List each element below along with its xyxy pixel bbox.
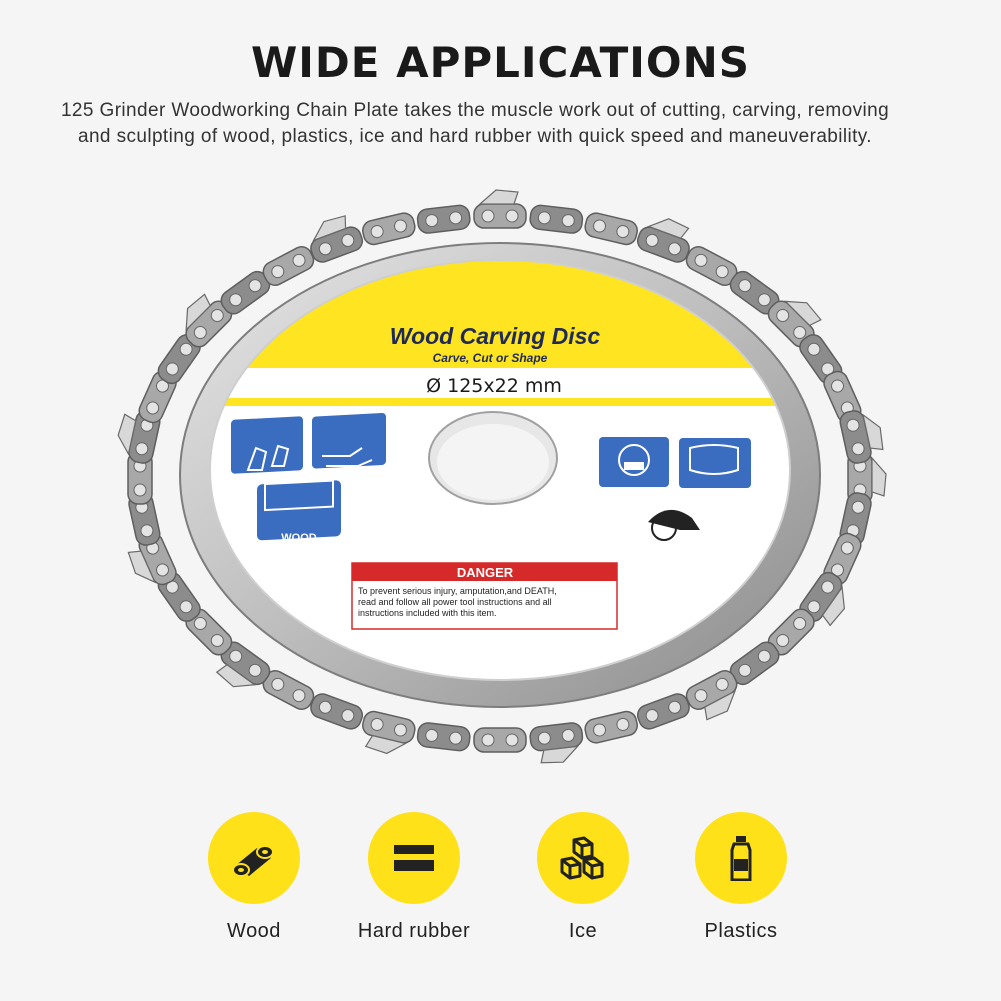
chain-link bbox=[799, 571, 846, 627]
disc-size: Ø 125x22 mm bbox=[426, 375, 562, 397]
chain-link bbox=[823, 370, 862, 424]
gloves-icon bbox=[312, 412, 386, 469]
chain-link bbox=[473, 727, 527, 753]
danger-panel: DANGER To prevent serious injury, amputa… bbox=[351, 562, 618, 630]
chain-link bbox=[310, 215, 364, 263]
danger-text-3: instructions included with this item. bbox=[358, 608, 497, 618]
chain-link bbox=[310, 693, 364, 730]
rubber-block-icon bbox=[368, 812, 460, 904]
mask-icon bbox=[599, 437, 669, 487]
saw-chain bbox=[117, 189, 887, 764]
chain-link bbox=[185, 608, 233, 656]
plastic-bottle-icon bbox=[695, 812, 787, 904]
application-ice: Ice bbox=[498, 812, 668, 943]
disc-title: Wood Carving Disc bbox=[390, 323, 601, 349]
application-hard-rubber: Hard rubber bbox=[329, 812, 499, 943]
chain-link bbox=[215, 641, 271, 688]
chain-link bbox=[185, 293, 233, 348]
application-label: Plastics bbox=[704, 920, 778, 942]
chain-link bbox=[685, 669, 738, 721]
applications-row: Wood Hard rubber Ice bbox=[0, 812, 1001, 972]
chain-link bbox=[839, 492, 872, 546]
chain-link bbox=[729, 641, 780, 686]
intro-text: 125 Grinder Woodworking Chain Plate take… bbox=[60, 100, 890, 147]
application-wood: Wood bbox=[169, 812, 339, 943]
disc-subtitle: Carve, Cut or Shape bbox=[433, 351, 548, 365]
chain-link bbox=[157, 334, 201, 385]
chain-link bbox=[362, 212, 416, 246]
grinder-warning-icon bbox=[648, 509, 700, 541]
chain-link bbox=[416, 722, 471, 752]
chain-link bbox=[636, 693, 690, 730]
application-label: Ice bbox=[568, 920, 598, 942]
chain-link bbox=[636, 218, 690, 263]
ice-cubes-icon bbox=[537, 812, 629, 904]
chain-link bbox=[262, 669, 315, 711]
chain-link bbox=[584, 212, 638, 246]
boots-icon bbox=[231, 416, 303, 474]
face-shield-icon bbox=[679, 438, 751, 488]
chain-link bbox=[362, 710, 416, 755]
chain-link bbox=[529, 204, 584, 234]
chain-link bbox=[729, 270, 780, 315]
application-label: Wood bbox=[227, 920, 281, 942]
wood-logs-icon bbox=[208, 812, 300, 904]
page-title: WIDE APPLICATIONS bbox=[250, 38, 751, 87]
application-label: Hard rubber bbox=[357, 920, 471, 942]
danger-title: DANGER bbox=[457, 565, 514, 580]
chain-link bbox=[799, 334, 843, 385]
chain-link bbox=[767, 300, 822, 348]
danger-text-1: To prevent serious injury, amputation,an… bbox=[358, 586, 557, 596]
application-plastics: Plastics bbox=[656, 812, 826, 943]
chain-link bbox=[584, 710, 638, 744]
chain-link bbox=[473, 189, 527, 229]
chain-link bbox=[839, 410, 884, 464]
wood-badge-icon: WOOD bbox=[257, 479, 341, 544]
chain-link bbox=[823, 532, 862, 586]
chain-link bbox=[117, 410, 161, 464]
chain-link bbox=[416, 204, 471, 234]
chain-link bbox=[529, 722, 584, 764]
wood-badge-label: WOOD bbox=[281, 532, 316, 544]
danger-text-2: read and follow all power tool instructi… bbox=[358, 597, 552, 607]
chain-link bbox=[262, 245, 315, 287]
